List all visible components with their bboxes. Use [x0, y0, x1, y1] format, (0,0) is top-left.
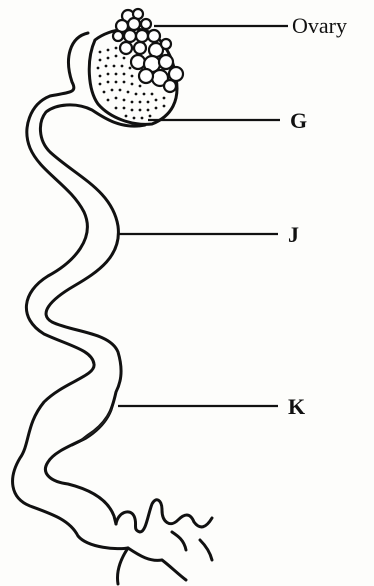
shaded-region-k — [72, 392, 116, 446]
ovary-follicles — [113, 9, 183, 92]
duct-outline-right — [40, 105, 145, 524]
duct-outline-left — [13, 33, 128, 549]
label-k: K — [288, 394, 305, 419]
label-ovary: Ovary — [292, 13, 347, 38]
fimbriae — [116, 500, 212, 584]
label-j: J — [288, 222, 299, 247]
label-g: G — [290, 108, 307, 133]
